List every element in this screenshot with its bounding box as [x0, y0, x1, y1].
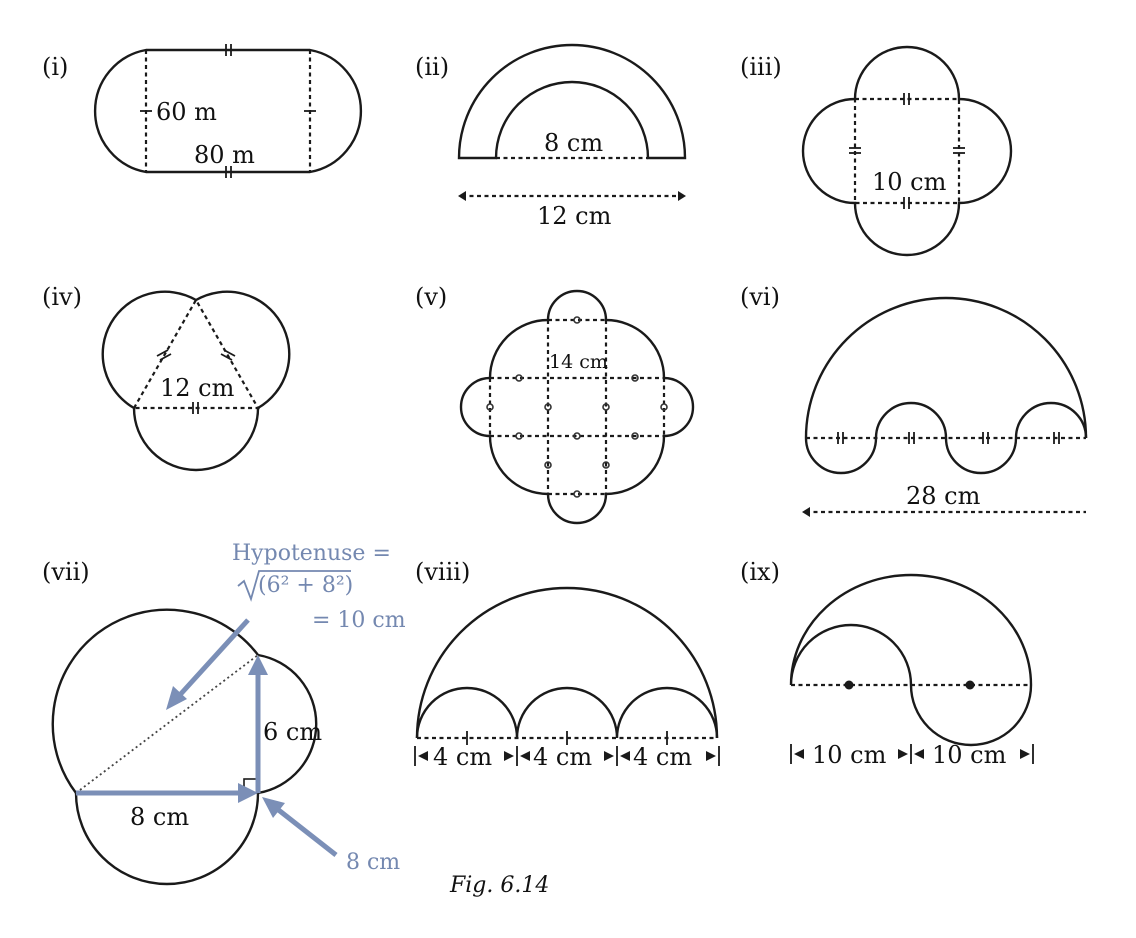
figure-vii: (vii) 6 cm 8 cm Hypotenuse = (6² + 8²) =…	[42, 541, 406, 886]
figure-iv: (iv) 12 cm	[42, 283, 291, 472]
dim-4cm-2: 4 cm	[533, 743, 592, 771]
dim-4cm-1: 4 cm	[433, 743, 492, 771]
figure-i: (i) 60 m 80 m	[42, 44, 363, 178]
figure-ii-label: (ii)	[415, 53, 449, 81]
dim-60m: 60 m	[156, 98, 217, 126]
figure-ix: (ix) 10 cm 10 cm	[740, 558, 1034, 769]
radical-sign	[237, 570, 351, 602]
figure-ii: (ii) 8 cm 12 cm	[415, 43, 687, 230]
left-center-point	[844, 680, 854, 690]
leg-note: 8 cm	[346, 850, 400, 875]
hypotenuse-note-line1: Hypotenuse =	[232, 541, 391, 566]
large-semicircle-arc	[804, 296, 1088, 439]
hypotenuse-dotted-line	[75, 654, 259, 794]
dim-10cm-1: 10 cm	[812, 741, 887, 769]
figure-ix-label: (ix)	[740, 558, 780, 586]
figure-viii: (viii) 4 cm 4 cm 4 cm	[414, 558, 720, 771]
figure-viii-label: (viii)	[415, 558, 470, 586]
semicircle-on-6cm-leg	[257, 653, 318, 795]
wavy-semicircles	[804, 401, 1088, 475]
dim-28cm: 28 cm	[906, 482, 981, 510]
hypotenuse-note-radicand: (6² + 8²)	[258, 573, 353, 598]
large-semicircle-on-hypotenuse	[51, 608, 259, 794]
dim-4cm-3: 4 cm	[633, 743, 692, 771]
equilateral-triangle	[132, 297, 260, 410]
cross-semicircle-outline	[459, 289, 695, 525]
semicircle-on-8cm-leg	[74, 792, 260, 886]
dashed-grid	[488, 318, 666, 496]
dim-10cm-2: 10 cm	[932, 741, 1007, 769]
figure-iv-label: (iv)	[42, 283, 82, 311]
figure-caption: Fig. 6.14	[449, 873, 549, 898]
hypotenuse-pointer-arrow	[176, 618, 250, 699]
dim-12cm: 12 cm	[537, 202, 612, 230]
dim-8cm: 8 cm	[130, 803, 189, 831]
figure-v-label: (v)	[415, 283, 447, 311]
three-small-semicircles	[415, 686, 719, 739]
three-circle-outline	[101, 290, 291, 472]
dim-12cm: 12 cm	[160, 374, 235, 402]
dim-80m: 80 m	[194, 141, 255, 169]
semicircular-ring	[457, 43, 687, 160]
four-semicircle-outline	[801, 45, 1013, 257]
large-semicircle	[415, 586, 719, 739]
figure-vii-label: (vii)	[42, 558, 90, 586]
figure-v: (v) 14 cm	[415, 283, 695, 525]
figure-iii: (iii) 10 cm	[740, 45, 1013, 257]
dimension-bar	[790, 744, 1034, 764]
dim-10cm: 10 cm	[872, 168, 947, 196]
figure-vi: (vi) 28 cm	[740, 283, 1088, 517]
leg-note-pointer-arrow	[274, 806, 338, 857]
figure-iii-label: (iii)	[740, 53, 782, 81]
right-center-point	[965, 680, 975, 690]
dim-14cm: 14 cm	[549, 351, 608, 373]
hypotenuse-note-result: = 10 cm	[312, 608, 406, 633]
dimension-bar	[414, 746, 720, 766]
dashed-square	[853, 97, 961, 205]
dim-8cm: 8 cm	[544, 129, 603, 157]
yin-yang-like-outline	[789, 573, 1033, 747]
figure-vi-label: (vi)	[740, 283, 780, 311]
figure-i-label: (i)	[42, 53, 68, 81]
dim-6cm: 6 cm	[263, 718, 322, 746]
